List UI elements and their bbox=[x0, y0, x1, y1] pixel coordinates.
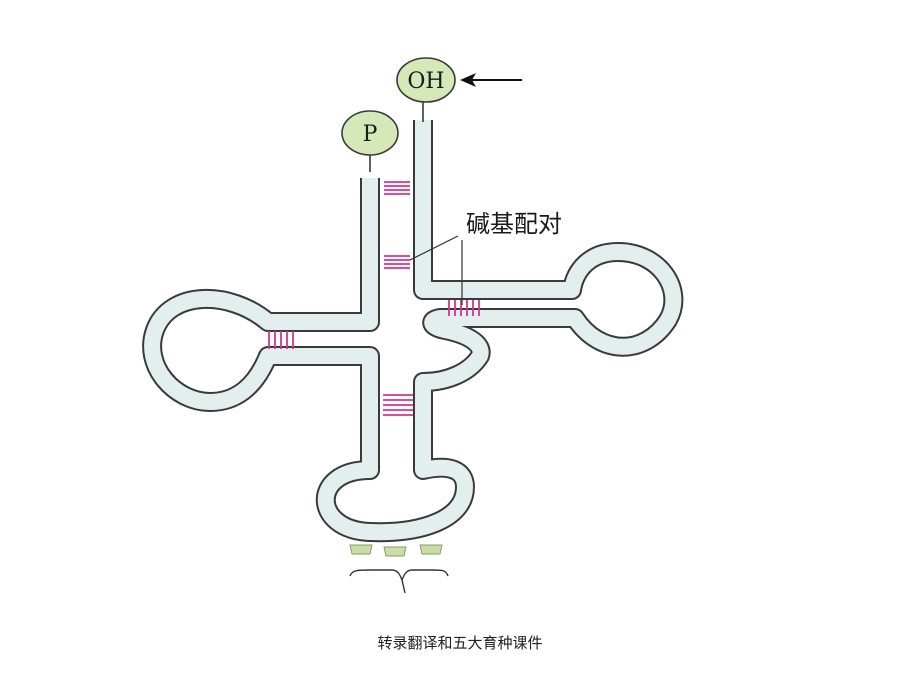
base-pairing-label: 碱基配对 bbox=[466, 210, 562, 238]
hydroxyl-label: OH bbox=[407, 69, 444, 94]
base-pairs-d-arm bbox=[268, 331, 294, 349]
base-pairs-acceptor-stem-lower bbox=[384, 255, 410, 269]
phosphate-label: P bbox=[363, 122, 378, 147]
footer-caption: 转录翻译和五大育种课件 bbox=[377, 634, 543, 652]
trna-strand bbox=[142, 120, 684, 543]
base-pairs-anticodon-arm bbox=[383, 394, 413, 416]
base-pairs-t-arm bbox=[448, 300, 480, 316]
phosphate-terminal: P bbox=[341, 110, 399, 156]
base-pairing-pointer-lines bbox=[409, 235, 463, 305]
arrow-icon bbox=[460, 73, 522, 87]
hydroxyl-terminal: OH bbox=[396, 57, 456, 103]
anticodon-brace bbox=[349, 569, 449, 594]
base-pairs-acceptor-stem bbox=[384, 181, 410, 195]
anticodon-bases bbox=[349, 544, 443, 557]
